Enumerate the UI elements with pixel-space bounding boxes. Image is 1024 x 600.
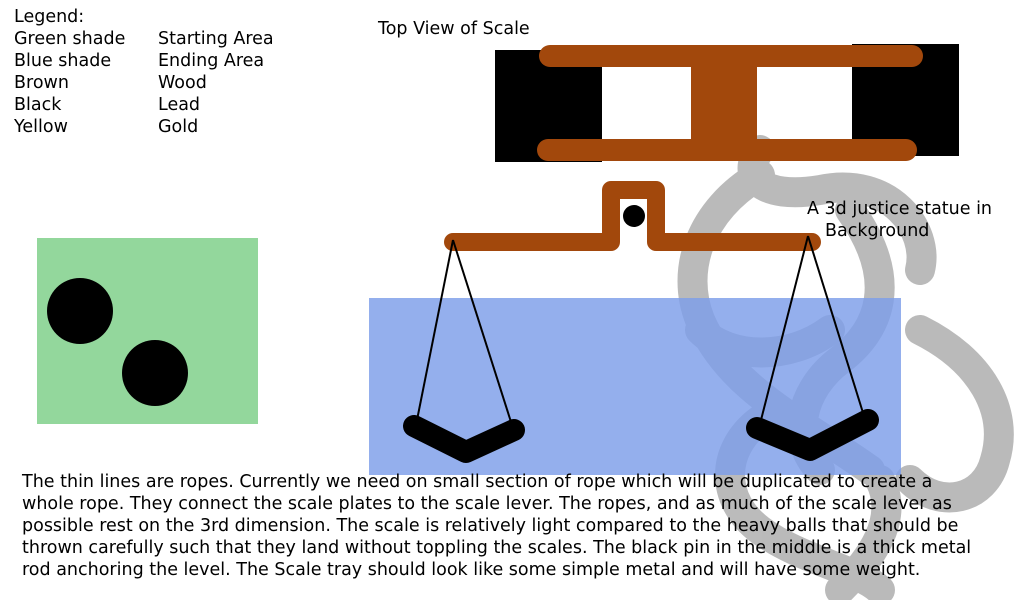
anchor-pin — [623, 205, 645, 227]
scale-tray-right — [746, 409, 879, 461]
statue-stroke — [825, 465, 902, 600]
legend-meaning: Starting Area — [158, 29, 274, 49]
scale-tray-left — [403, 415, 525, 463]
rope — [807, 235, 865, 417]
statue-stroke — [895, 315, 1014, 513]
legend-meaning: Wood — [158, 73, 207, 93]
description-line: whole rope. They connect the scale plate… — [22, 494, 952, 514]
top-view-label: Top View of Scale — [378, 19, 530, 39]
description-line: thrown carefully such that they land wit… — [22, 538, 972, 558]
ropes — [416, 235, 865, 423]
rope — [452, 239, 512, 423]
legend-meaning: Ending Area — [158, 51, 265, 71]
legend-color-name: Yellow — [14, 117, 68, 137]
lead-ball — [122, 340, 188, 406]
description-line: possible rest on the 3rd dimension. The … — [22, 516, 959, 536]
statue-label-line2: Background — [825, 221, 930, 241]
description-paragraph: The thin lines are ropes. Currently we n… — [22, 471, 1012, 581]
scale-trays — [403, 409, 879, 463]
legend-color-name: Green shade — [14, 29, 126, 49]
legend-meaning: Lead — [158, 95, 201, 115]
legend-color-name: Blue shade — [14, 51, 112, 71]
statue-label-line1: A 3d justice statue in — [807, 199, 993, 219]
description-line: The thin lines are ropes. Currently we n… — [22, 472, 933, 492]
legend-meaning: Gold — [158, 117, 199, 137]
legend-color-name: Black — [14, 95, 62, 115]
scale-lever — [444, 181, 821, 251]
lever-beam — [444, 181, 821, 251]
wood-center-post — [691, 56, 757, 150]
rope — [760, 235, 809, 421]
legend-title: Legend: — [14, 7, 85, 27]
top-view-scale — [495, 44, 959, 162]
legend-color-name: Brown — [14, 73, 69, 93]
description-line: rod anchoring the level. The Scale tray … — [22, 560, 921, 580]
rope — [416, 239, 454, 421]
lead-ball — [47, 278, 113, 344]
